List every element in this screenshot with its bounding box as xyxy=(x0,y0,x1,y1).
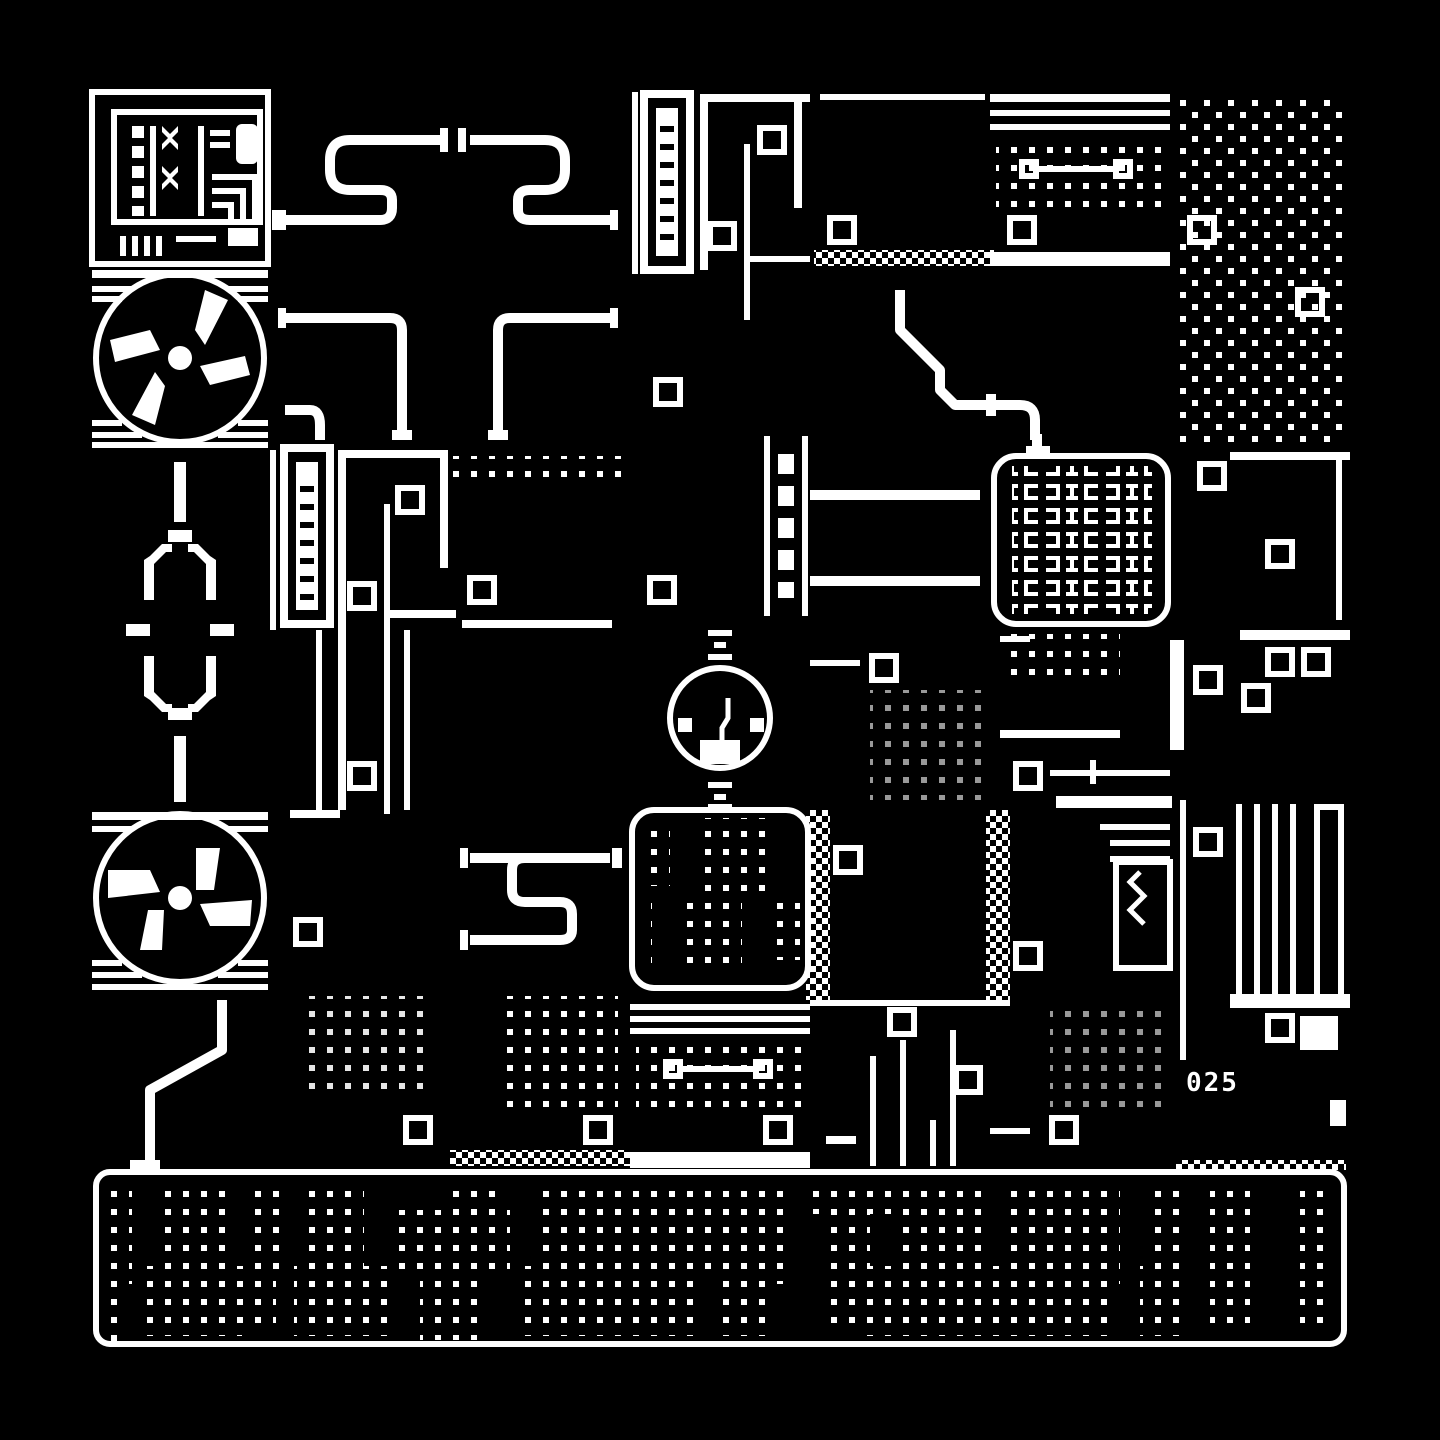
chip-code-text: 025 xyxy=(1186,1068,1239,1098)
tank-icon xyxy=(629,804,811,991)
dot-matrix-panel xyxy=(93,1169,1347,1347)
pipe xyxy=(145,135,1040,1165)
fan-icon xyxy=(92,811,268,990)
tube-gauge xyxy=(270,444,334,630)
gauge-dial-icon xyxy=(667,630,773,800)
cpu-chip-icon xyxy=(991,446,1171,627)
circuit-traces xyxy=(290,94,1350,1168)
tube-gauge xyxy=(632,90,694,274)
dot-fields xyxy=(300,94,1346,1170)
ellipse-link-icon xyxy=(126,462,234,802)
monitor-icon xyxy=(89,89,282,267)
fan-icon xyxy=(92,270,268,448)
